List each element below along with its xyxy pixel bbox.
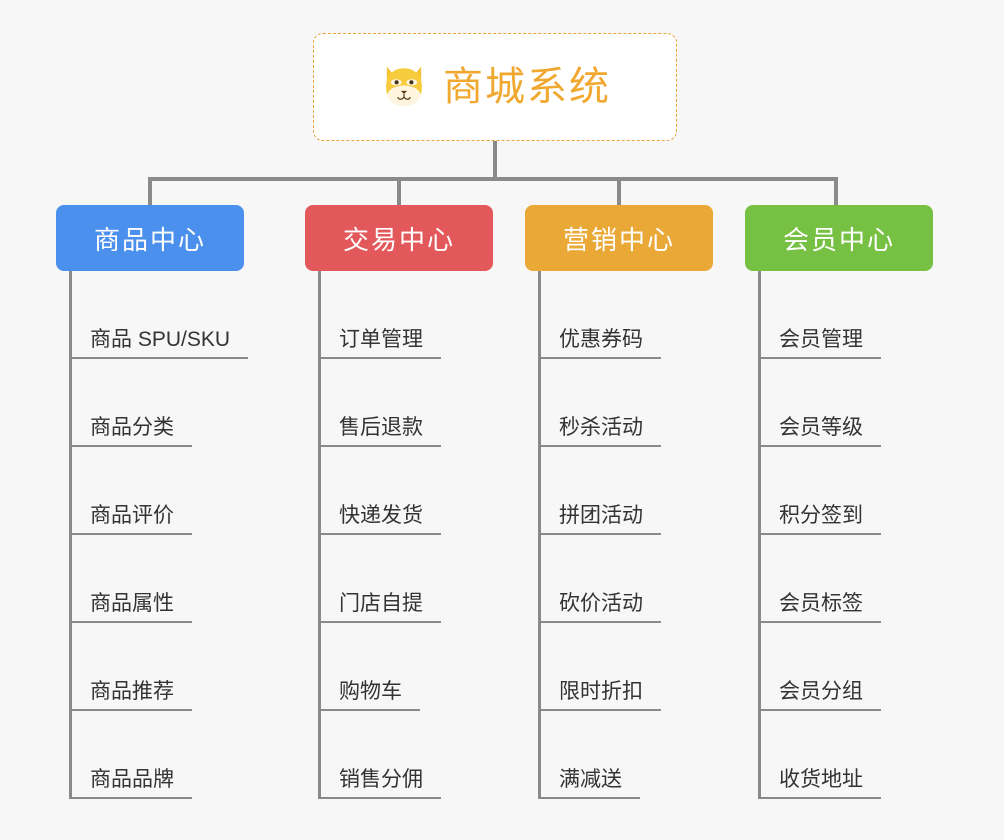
- list-item[interactable]: 会员标签: [761, 535, 933, 623]
- leaf-label: 订单管理: [321, 328, 441, 359]
- list-item[interactable]: 订单管理: [321, 271, 493, 359]
- list-item[interactable]: 会员分组: [761, 623, 933, 711]
- list-item[interactable]: 商品推荐: [72, 623, 244, 711]
- category-label-3: 会员中心: [782, 224, 895, 255]
- list-item[interactable]: 商品品牌: [72, 711, 244, 799]
- list-item[interactable]: 售后退款: [321, 359, 493, 447]
- category-box-3[interactable]: 会员中心: [745, 205, 933, 271]
- list-item[interactable]: 限时折扣: [541, 623, 713, 711]
- leaf-label: 限时折扣: [541, 680, 661, 711]
- leaf-label: 会员标签: [761, 592, 881, 623]
- category-label-1: 交易中心: [342, 224, 455, 255]
- list-item[interactable]: 会员管理: [761, 271, 933, 359]
- leaf-label: 拼团活动: [541, 504, 661, 535]
- leaf-label: 商品品牌: [72, 768, 192, 799]
- list-item[interactable]: 销售分佣: [321, 711, 493, 799]
- list-item[interactable]: 门店自提: [321, 535, 493, 623]
- leaf-label: 会员管理: [761, 328, 881, 359]
- branch-column-3: 会员中心 会员管理 会员等级 积分签到 会员标签 会员分组 收货地址: [745, 205, 933, 799]
- leaf-label: 商品评价: [72, 504, 192, 535]
- list-item[interactable]: 收货地址: [761, 711, 933, 799]
- leaf-list-1: 订单管理 售后退款 快递发货 门店自提 购物车 销售分佣: [318, 271, 493, 799]
- branch-column-0: 商品中心 商品 SPU/SKU 商品分类 商品评价 商品属性 商品推荐 商品品牌: [56, 205, 249, 799]
- list-item[interactable]: 购物车: [321, 623, 493, 711]
- list-item[interactable]: 会员等级: [761, 359, 933, 447]
- leaf-list-0: 商品 SPU/SKU 商品分类 商品评价 商品属性 商品推荐 商品品牌: [69, 271, 249, 799]
- category-box-0[interactable]: 商品中心: [56, 205, 244, 271]
- list-item[interactable]: 秒杀活动: [541, 359, 713, 447]
- category-box-2[interactable]: 营销中心: [525, 205, 713, 271]
- list-item[interactable]: 商品分类: [72, 359, 244, 447]
- leaf-label: 购物车: [321, 680, 420, 711]
- leaf-label: 商品 SPU/SKU: [72, 328, 249, 359]
- category-label-0: 商品中心: [93, 224, 206, 255]
- leaf-label: 优惠券码: [541, 328, 661, 359]
- leaf-list-3: 会员管理 会员等级 积分签到 会员标签 会员分组 收货地址: [758, 271, 933, 799]
- connector-drop-1: [397, 177, 401, 207]
- root-node[interactable]: 商城系统: [313, 33, 677, 141]
- branch-column-1: 交易中心 订单管理 售后退款 快递发货 门店自提 购物车 销售分佣: [305, 205, 493, 799]
- leaf-label: 门店自提: [321, 592, 441, 623]
- leaf-label: 商品推荐: [72, 680, 192, 711]
- list-item[interactable]: 拼团活动: [541, 447, 713, 535]
- connector-drop-2: [617, 177, 621, 207]
- connector-horizontal-bus: [148, 177, 838, 181]
- shiba-dog-icon: [386, 66, 422, 106]
- category-box-1[interactable]: 交易中心: [305, 205, 493, 271]
- list-item[interactable]: 满减送: [541, 711, 713, 799]
- connector-drop-0: [148, 177, 152, 207]
- leaf-label: 收货地址: [761, 768, 881, 799]
- list-item[interactable]: 优惠券码: [541, 271, 713, 359]
- list-item[interactable]: 砍价活动: [541, 535, 713, 623]
- connector-root-stem: [493, 141, 497, 179]
- list-item[interactable]: 商品 SPU/SKU: [72, 271, 249, 359]
- leaf-label: 秒杀活动: [541, 416, 661, 447]
- list-item[interactable]: 商品评价: [72, 447, 244, 535]
- leaf-label: 会员等级: [761, 416, 881, 447]
- category-label-2: 营销中心: [562, 224, 675, 255]
- branch-column-2: 营销中心 优惠券码 秒杀活动 拼团活动 砍价活动 限时折扣 满减送: [525, 205, 713, 799]
- leaf-label: 商品属性: [72, 592, 192, 623]
- leaf-label: 满减送: [541, 768, 640, 799]
- leaf-list-2: 优惠券码 秒杀活动 拼团活动 砍价活动 限时折扣 满减送: [538, 271, 713, 799]
- leaf-label: 会员分组: [761, 680, 881, 711]
- list-item[interactable]: 商品属性: [72, 535, 244, 623]
- leaf-label: 积分签到: [761, 504, 881, 535]
- leaf-label: 砍价活动: [541, 592, 661, 623]
- connector-drop-3: [834, 177, 838, 207]
- list-item[interactable]: 积分签到: [761, 447, 933, 535]
- leaf-label: 售后退款: [321, 416, 441, 447]
- leaf-label: 销售分佣: [321, 768, 441, 799]
- list-item[interactable]: 快递发货: [321, 447, 493, 535]
- leaf-label: 快递发货: [321, 504, 441, 535]
- root-title: 商城系统: [443, 65, 611, 109]
- leaf-label: 商品分类: [72, 416, 192, 447]
